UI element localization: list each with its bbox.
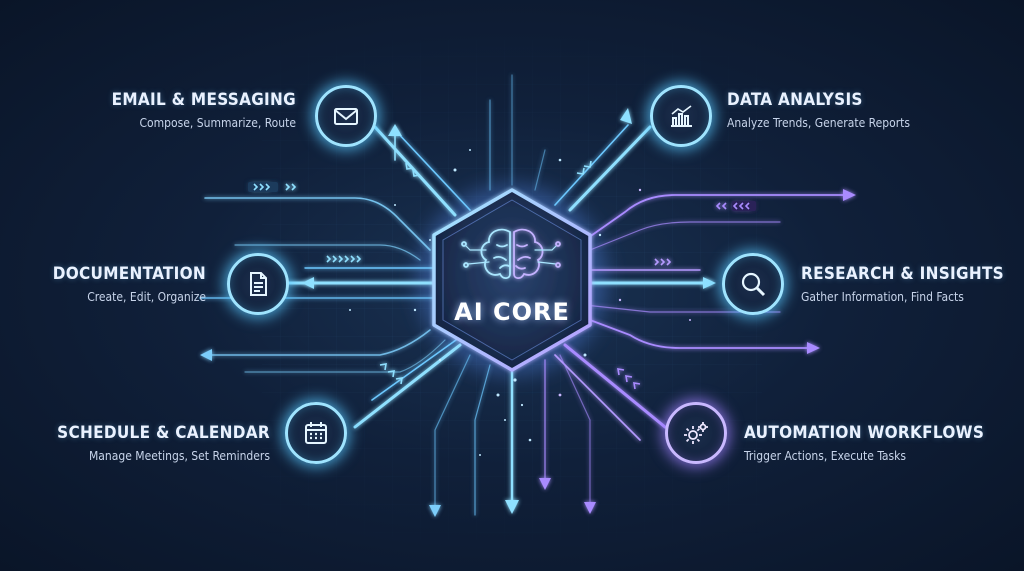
line-left-low2 xyxy=(244,339,446,373)
research-subtitle: Gather Information, Find Facts xyxy=(801,290,964,304)
documentation-node[interactable] xyxy=(227,253,289,315)
arrowhead-left-low xyxy=(200,349,212,361)
research-node[interactable] xyxy=(722,253,784,315)
link-automation xyxy=(563,343,667,429)
arrowhead-up-right xyxy=(620,108,632,124)
schedule-node[interactable] xyxy=(285,402,347,464)
arrowhead-doc xyxy=(302,277,314,289)
line-right-upper2 xyxy=(589,221,781,251)
chevrons-mid-right xyxy=(654,258,672,266)
data-analysis-label: DATA ANALYSIS Analyze Trends, Generate R… xyxy=(727,90,910,130)
link-email xyxy=(373,125,457,217)
data-analysis-title: DATA ANALYSIS xyxy=(727,90,863,110)
line-right-upper xyxy=(584,194,846,241)
line-left-low xyxy=(209,329,431,356)
link-schedule-b xyxy=(371,329,471,401)
email-node[interactable] xyxy=(315,85,377,147)
documentation-subtitle: Create, Edit, Organize xyxy=(87,290,206,304)
line-down-left2 xyxy=(434,354,471,511)
automation-title: AUTOMATION WORKFLOWS xyxy=(744,423,985,443)
link-schedule xyxy=(353,343,462,429)
automation-node[interactable] xyxy=(665,402,727,464)
data-analysis-subtitle: Analyze Trends, Generate Reports xyxy=(727,116,910,130)
bar-chart-icon xyxy=(671,105,692,127)
link-data xyxy=(568,125,652,212)
automation-label: AUTOMATION WORKFLOWS Trigger Actions, Ex… xyxy=(744,423,984,463)
chevrons-top-right xyxy=(715,201,756,211)
automation-subtitle: Trigger Actions, Execute Tasks xyxy=(744,449,907,463)
arrowhead-right-low xyxy=(807,342,820,354)
research-title: RESEARCH & INSIGHTS xyxy=(801,264,1005,284)
schedule-label: SCHEDULE & CALENDAR Manage Meetings, Set… xyxy=(57,423,270,463)
documentation-label: DOCUMENTATION Create, Edit, Organize xyxy=(53,264,206,304)
schedule-title: SCHEDULE & CALENDAR xyxy=(57,423,270,443)
chevrons-diag-right xyxy=(617,368,641,390)
line-right-low2 xyxy=(584,304,781,313)
arrowhead-down-main xyxy=(505,500,519,514)
arrowhead-research xyxy=(703,277,716,289)
schedule-subtitle: Manage Meetings, Set Reminders xyxy=(88,449,270,463)
email-label: EMAIL & MESSAGING Compose, Summarize, Ro… xyxy=(112,90,296,130)
line-right-low xyxy=(589,319,811,349)
line-down-left xyxy=(474,364,491,516)
particles xyxy=(349,149,691,456)
arrowhead-up-left xyxy=(388,124,402,136)
arrowhead-right-upper xyxy=(843,189,856,201)
email-title: EMAIL & MESSAGING xyxy=(111,90,296,110)
line-left-mid xyxy=(234,244,421,261)
data-analysis-node[interactable] xyxy=(650,85,712,147)
research-label: RESEARCH & INSIGHTS Gather Information, … xyxy=(801,264,1004,304)
documentation-title: DOCUMENTATION xyxy=(52,264,206,284)
chevrons-mid-left xyxy=(326,255,362,263)
line-down-right2 xyxy=(559,354,591,506)
link-data-b xyxy=(554,124,629,206)
core-hexagon xyxy=(432,188,592,372)
arrowhead-down-left xyxy=(429,505,441,517)
document-icon xyxy=(250,272,267,296)
chevrons-diag-left xyxy=(379,363,403,385)
brain-circuit-icon xyxy=(461,228,561,280)
arrowhead-down-right2 xyxy=(584,502,596,514)
chevrons-top-left xyxy=(248,182,297,192)
link-automation-b xyxy=(554,354,641,441)
calendar-icon xyxy=(305,422,327,444)
chevrons-diag-upper-left xyxy=(405,162,421,177)
magnifier-icon xyxy=(741,272,766,297)
link-email-b xyxy=(394,129,471,211)
email-subtitle: Compose, Summarize, Route xyxy=(139,116,296,130)
envelope-icon xyxy=(334,108,358,125)
chevrons-diag-upper-right xyxy=(576,160,592,175)
line-left-upper xyxy=(204,197,431,251)
arrowhead-down-right xyxy=(539,478,551,490)
core-label: AI CORE xyxy=(454,298,570,326)
gears-icon xyxy=(684,422,708,444)
line-up-center3 xyxy=(534,149,546,191)
